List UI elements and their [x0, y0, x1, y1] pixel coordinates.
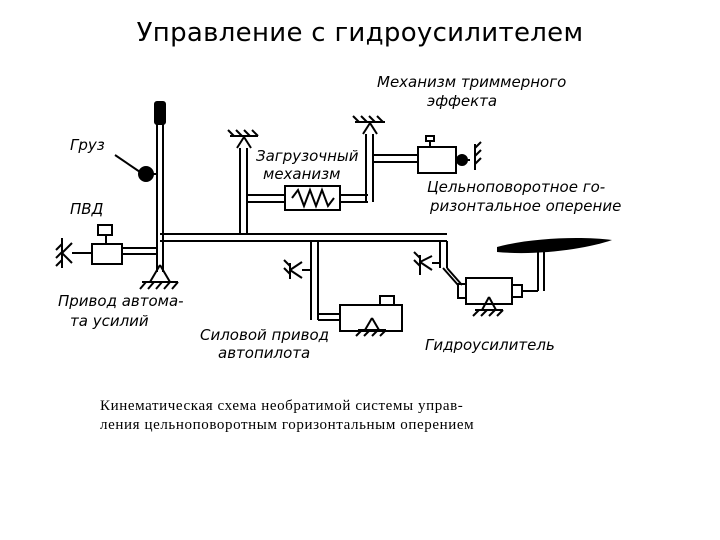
label-force-drive-2: та усилий: [70, 312, 149, 330]
label-stabilizer-1: Цельноповоротное го-: [427, 178, 605, 196]
label-trim-mechanism-1: Механизм триммерного: [377, 73, 566, 91]
stick-base: [139, 264, 179, 290]
label-load-1: Загрузочный: [256, 147, 359, 165]
label-pvd: ПВД: [70, 200, 104, 218]
label-load-2: механизм: [263, 165, 340, 183]
label-stabilizer-2: ризонтальное оперение: [429, 197, 621, 215]
caption-line-1: Кинематическая схема необратимой системы…: [100, 398, 464, 414]
weight-mass: [114, 154, 157, 182]
main-rod: [160, 233, 447, 242]
caption-line-2: ления цельноповоротным горизонтальным оп…: [100, 417, 475, 433]
label-autopilot-2: автопилота: [218, 344, 310, 362]
load-mechanism-links: [227, 129, 368, 234]
label-autopilot-1: Силовой привод: [200, 326, 329, 344]
pvd-unit: [55, 224, 157, 268]
diagram-caption: Кинематическая схема необратимой системы…: [100, 397, 600, 435]
control-stick: [154, 101, 166, 272]
autopilot-drive: [283, 241, 403, 337]
label-force-drive-1: Привод автома-: [58, 292, 184, 310]
label-trim-mechanism-2: эффекта: [427, 92, 497, 110]
label-booster: Гидроусилитель: [425, 336, 555, 354]
label-weight: Груз: [70, 136, 105, 154]
stabilizer-airfoil: [497, 238, 612, 254]
trim-links: [352, 115, 482, 202]
slide-title: Управление с гидроусилителем: [136, 18, 584, 48]
booster-drive: [413, 241, 545, 317]
